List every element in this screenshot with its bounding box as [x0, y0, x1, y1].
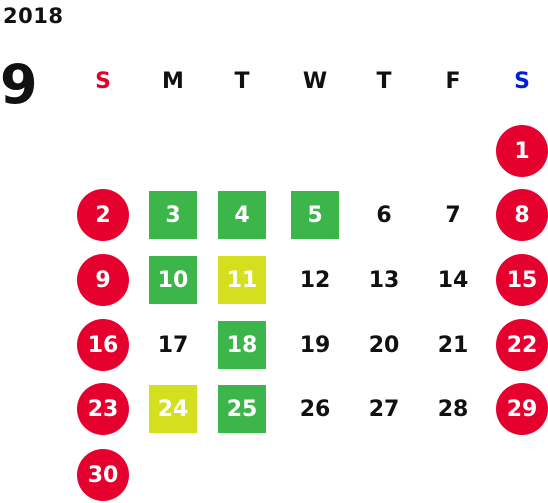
day-cell-11[interactable]: 11: [218, 256, 266, 304]
day-cell-24[interactable]: 24: [149, 385, 197, 433]
day-cell-27[interactable]: 27: [368, 396, 400, 422]
day-cell-10[interactable]: 10: [149, 256, 197, 304]
day-cell-17[interactable]: 17: [157, 332, 189, 358]
day-cell-25[interactable]: 25: [218, 385, 266, 433]
day-cell-16[interactable]: 16: [77, 319, 129, 371]
weekday-header-6: S: [514, 69, 530, 94]
day-cell-7[interactable]: 7: [445, 202, 461, 228]
weekday-header-3: W: [302, 69, 328, 94]
day-cell-13[interactable]: 13: [368, 267, 400, 293]
weekday-header-5: F: [445, 69, 461, 94]
weekday-header-1: M: [162, 69, 184, 94]
day-cell-30[interactable]: 30: [77, 449, 129, 501]
day-cell-18[interactable]: 18: [218, 321, 266, 369]
day-cell-2[interactable]: 2: [77, 189, 129, 241]
day-cell-5[interactable]: 5: [291, 191, 339, 239]
day-cell-6[interactable]: 6: [376, 202, 392, 228]
day-cell-8[interactable]: 8: [496, 189, 548, 241]
day-cell-4[interactable]: 4: [218, 191, 266, 239]
day-cell-19[interactable]: 19: [299, 332, 331, 358]
day-cell-15[interactable]: 15: [496, 254, 548, 306]
day-cell-20[interactable]: 20: [368, 332, 400, 358]
day-cell-21[interactable]: 21: [437, 332, 469, 358]
day-cell-29[interactable]: 29: [496, 383, 548, 435]
day-cell-14[interactable]: 14: [437, 267, 469, 293]
day-cell-9[interactable]: 9: [77, 254, 129, 306]
day-cell-3[interactable]: 3: [149, 191, 197, 239]
day-cell-26[interactable]: 26: [299, 396, 331, 422]
weekday-header-0: S: [95, 69, 111, 94]
day-cell-23[interactable]: 23: [77, 383, 129, 435]
weekday-header-4: T: [376, 69, 392, 94]
day-cell-28[interactable]: 28: [437, 396, 469, 422]
month-number: 9: [0, 53, 38, 116]
year-label: 2018: [3, 4, 64, 28]
day-cell-1[interactable]: 1: [496, 125, 548, 177]
day-cell-12[interactable]: 12: [299, 267, 331, 293]
day-cell-22[interactable]: 22: [496, 319, 548, 371]
weekday-header-2: T: [234, 69, 250, 94]
